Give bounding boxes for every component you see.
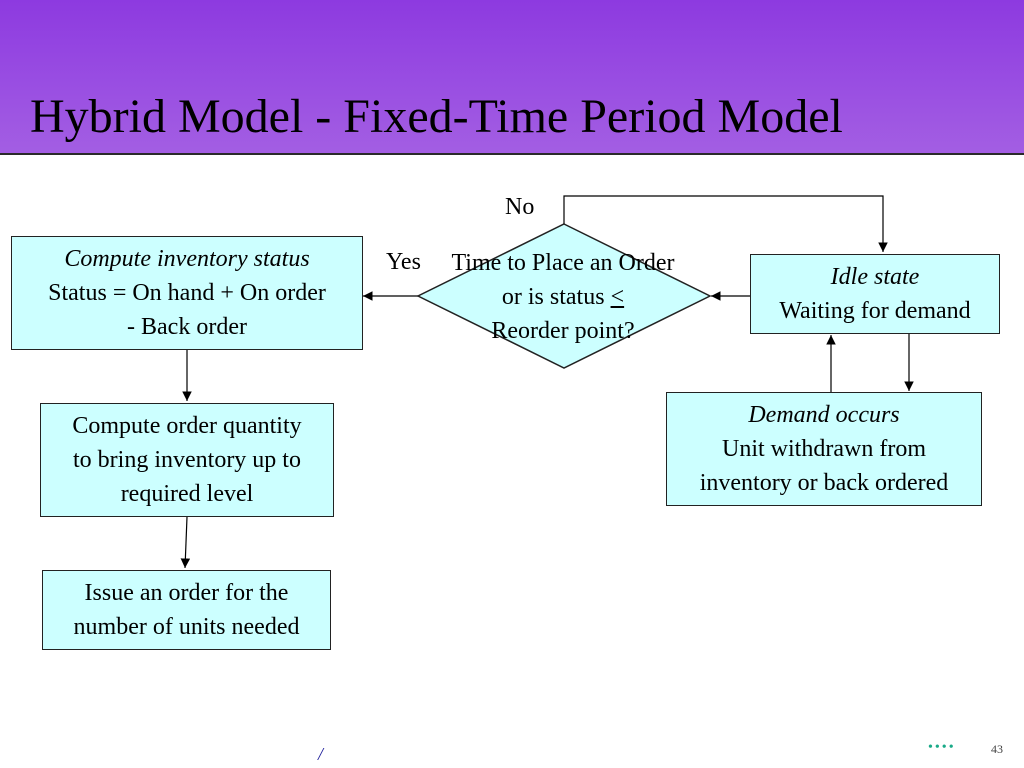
no-loop-connector (563, 195, 888, 252)
issue-order-line-2: number of units needed (73, 614, 300, 640)
footer-slash: / (318, 744, 324, 764)
decision-line-1: Time to Place an Order (451, 250, 675, 276)
demand-occurs-line-2: inventory or back ordered (699, 470, 949, 496)
compute-quantity-box: Compute order quantity to bring inventor… (40, 403, 334, 517)
compute-status-line-2: - Back order (127, 314, 247, 340)
slide-title: Hybrid Model - Fixed-Time Period Model (30, 90, 843, 143)
issue-order-line-1: Issue an order for the (84, 580, 289, 606)
quantity-to-issue-arrow (180, 516, 191, 569)
title-divider (0, 153, 1024, 155)
less-or-equal-symbol: < (610, 284, 625, 310)
page-number: 43 (991, 742, 1003, 756)
idle-state-box: Idle state Waiting for demand (750, 254, 1000, 334)
yes-label: Yes (386, 249, 421, 275)
compute-quantity-line-3: required level (120, 481, 254, 507)
idle-state-line-1: Waiting for demand (779, 298, 971, 324)
compute-status-heading: Compute inventory status (64, 246, 310, 272)
decision-line-3: Reorder point? (491, 318, 635, 344)
idle-state-heading: Idle state (830, 264, 920, 290)
issue-order-box: Issue an order for the number of units n… (42, 570, 331, 650)
decision-text: Time to Place an Order or is status < Re… (418, 246, 708, 348)
demand-occurs-box: Demand occurs Unit withdrawn from invent… (666, 392, 982, 506)
footer-dots: •••• (928, 740, 956, 755)
decision-diamond (416, 223, 712, 369)
compute-quantity-line-1: Compute order quantity (72, 413, 302, 439)
compute-quantity-line-2: to bring inventory up to (73, 447, 301, 473)
compute-status-box: Compute inventory status Status = On han… (11, 236, 363, 350)
title-banner (0, 0, 1024, 153)
demand-occurs-line-1: Unit withdrawn from (722, 436, 926, 462)
no-label: No (505, 194, 535, 220)
demand-occurs-heading: Demand occurs (748, 402, 900, 428)
decision-line-2: or is status < (501, 284, 625, 310)
compute-status-line-1: Status = On hand + On order (48, 280, 326, 306)
